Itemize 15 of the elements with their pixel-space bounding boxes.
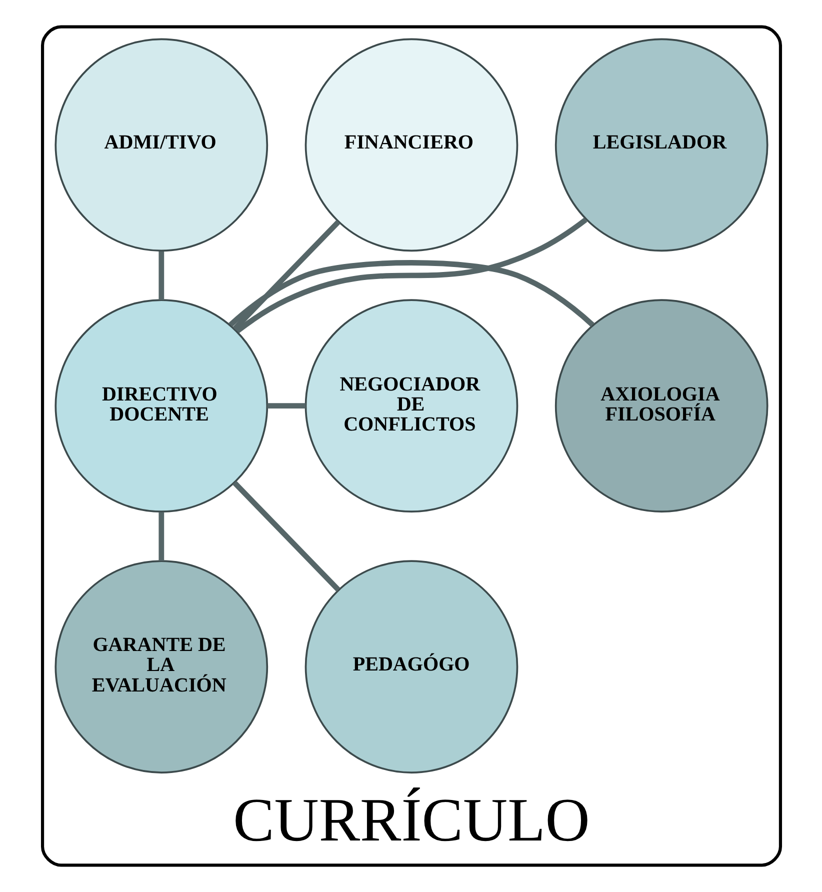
connector [228,260,594,327]
node-circle: ADMI/TIVO [54,38,268,252]
node-circle: NEGOCIADOR DE CONFLICTOS [304,299,518,513]
node-circle: FINANCIERO [304,38,518,252]
connector [158,251,164,300]
connector [235,218,587,334]
node-circle: LEGISLADOR [554,38,768,252]
node-circle: AXIOLOGIA FILOSOFÍA [554,299,768,513]
connector [232,220,340,331]
node-circle: DIRECTIVO DOCENTE [54,299,268,513]
node-circle: PEDAGÓGO [304,560,518,774]
connector [232,480,340,592]
connector [158,512,164,561]
connector [266,403,306,409]
node-circle: GARANTE DE LA EVALUACIÓN [54,560,268,774]
